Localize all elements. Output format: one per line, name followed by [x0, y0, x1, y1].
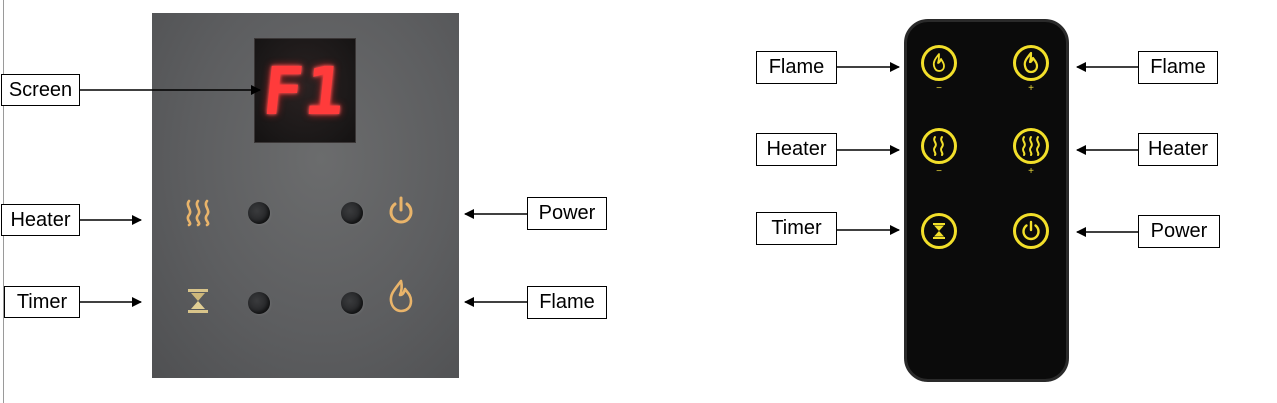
led-display: F1: [254, 38, 356, 143]
heater-plus-button[interactable]: [1012, 127, 1050, 165]
flame-knob[interactable]: [341, 292, 363, 314]
flame-minus-sign: −: [936, 83, 942, 94]
flame-plus-sign: +: [1028, 83, 1034, 94]
power-icon[interactable]: [385, 195, 417, 227]
timer-button[interactable]: [920, 212, 958, 250]
heater-plus-sign: +: [1028, 166, 1034, 177]
callout-power-left: Power: [527, 197, 607, 230]
callout-timer-left: Timer: [4, 286, 80, 318]
page-edge-line: [3, 0, 4, 403]
heater-knob[interactable]: [248, 202, 270, 224]
callout-flame-remote-right: Flame: [1138, 51, 1218, 84]
callout-timer-remote: Timer: [756, 212, 837, 245]
flame-minus-button[interactable]: [920, 44, 958, 82]
callout-heater-remote-left: Heater: [756, 133, 837, 166]
power-button[interactable]: [1012, 212, 1050, 250]
power-knob[interactable]: [341, 202, 363, 224]
callout-screen: Screen: [1, 74, 80, 106]
flame-plus-button[interactable]: [1012, 44, 1050, 82]
heater-minus-sign: −: [936, 166, 942, 177]
timer-icon[interactable]: [186, 287, 210, 315]
timer-knob[interactable]: [248, 292, 270, 314]
heater-minus-button[interactable]: [920, 127, 958, 165]
heater-icon[interactable]: [184, 197, 212, 227]
remote-control: [904, 19, 1069, 382]
flame-icon[interactable]: [387, 279, 415, 313]
callout-power-remote: Power: [1138, 215, 1220, 248]
callout-heater-left: Heater: [1, 204, 80, 236]
callout-flame-left: Flame: [527, 286, 607, 319]
control-panel: F1: [152, 13, 459, 378]
callout-flame-remote-left: Flame: [756, 51, 837, 84]
callout-heater-remote-right: Heater: [1138, 133, 1218, 166]
